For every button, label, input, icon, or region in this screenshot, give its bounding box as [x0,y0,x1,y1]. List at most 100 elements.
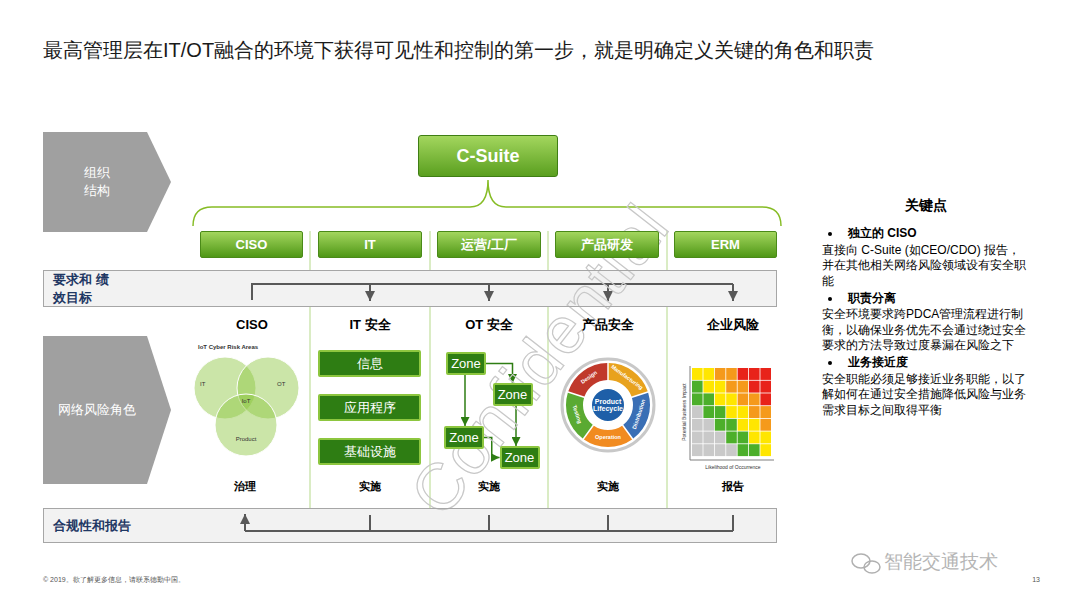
node-text: ERM [711,237,740,252]
role-type: 实施 [459,480,519,493]
drawing-part [244,514,246,531]
drawing-part [369,284,371,301]
heat-cell [738,393,749,405]
drawing-part [690,460,774,461]
drawing-part [369,515,371,531]
drawing-part [215,394,277,456]
band-box: 要求和 绩效目标 [43,270,777,307]
heat-cell [715,368,726,380]
drawing-part [310,231,311,270]
org-bracket [193,180,781,226]
zone-box: Zone [493,383,533,406]
lifecycle-hub: Product Lifecycle [590,387,626,423]
venn-label: Product [226,436,266,443]
node-text: 要求和 绩效目标 [53,271,109,307]
chevron-shape [43,132,171,232]
column-heading: 产品安全 [558,317,658,333]
drawing-part [488,515,490,531]
drawing-part [667,307,668,508]
column-heading: CISO [202,317,302,333]
node-text: Zone [449,430,479,445]
reporting-lines [245,514,733,531]
drawing-part [310,307,311,508]
heat-cell [703,393,714,405]
heat-cell [760,444,771,456]
node-text: 产品研发 [581,236,633,254]
function-box: 产品研发 [555,231,659,258]
heat-cell [760,381,771,393]
chevron-label: 网络风险角色 [43,336,171,484]
node-text: 运营/工厂 [461,236,517,254]
bullet [828,361,832,365]
node-text: 组织 结构 [82,164,112,200]
drawing-part [488,284,490,301]
function-box: ERM [674,231,777,258]
node-text: 应用程序 [344,399,396,417]
band-fill [43,270,777,307]
node-text: 合规性和报告 [53,517,131,535]
heat-cell [726,432,737,444]
function-box: CISO [200,231,303,258]
role-type: 实施 [578,480,638,493]
heat-cell [715,444,726,456]
wheel-segment: Operation [578,434,638,441]
node-text: Zone [451,356,481,371]
chevron-outline [43,336,171,484]
band-box: 合规性和报告 [43,508,777,543]
page-number: 13 [1000,576,1040,584]
heat-cell [692,444,703,456]
heat-cell [726,444,737,456]
node-text: 网络风险角色 [58,401,136,419]
drawing-part [864,561,880,573]
node-text: Zone [498,387,528,402]
requirement-arrows [252,284,733,301]
heat-cell [738,444,749,456]
bullet [828,297,832,301]
heat-cell [703,444,714,456]
heat-cell [749,406,760,418]
drawing-part [430,231,431,270]
heat-cell [760,368,771,380]
venn-diagram [194,357,299,456]
heat-cell [726,381,737,393]
heat-cell [715,406,726,418]
axis-label: Likelihood of Occurrence [692,464,774,470]
role-type: 报告 [703,480,763,493]
key-text: 直接向 C-Suite (如CEO/CDO) 报告，并在其他相关网络风险领域设有… [822,243,1030,290]
heat-cell [692,381,703,393]
node-text: IT [364,237,376,252]
executive-box: C-Suite [418,135,558,177]
heat-cell [726,419,737,431]
heat-cell [715,381,726,393]
venn-title: IoT Cyber Risk Areas [198,344,298,351]
key-text: 安全环境要求跨PDCA管理流程进行制衡，以确保业务优先不会通过绕过安全要求的方法… [822,307,1030,354]
node-text: Product Lifecycle [593,398,623,413]
heat-cell [703,406,714,418]
heat-cell [715,393,726,405]
function-box: 运营/工厂 [437,231,541,258]
heat-cell [738,432,749,444]
heat-cell [760,393,771,405]
node-text: 信息 [357,355,383,373]
it-layer-box: 信息 [318,350,421,377]
venn-label: IoT [236,398,256,405]
footer-note: © 2019。欲了解更多信息，请联系德勤中国。 [43,576,443,584]
heat-cell [703,381,714,393]
bullet [828,232,832,236]
axis-label: Potential Business Impact [681,372,687,452]
key-heading: 关键点 [822,196,1030,214]
drawing-part [690,366,691,460]
role-type: 实施 [340,480,400,493]
node-text: Zone [505,450,535,465]
heat-cell [749,419,760,431]
heat-cell [726,393,737,405]
heat-cell [692,393,703,405]
drawing-part [732,515,734,531]
heat-cell [692,432,703,444]
heat-cell [726,406,737,418]
heat-map [692,368,771,456]
key-point: 独立的 CISO [848,226,1030,242]
chevron-outline [43,132,171,232]
drawing-part [548,231,549,270]
node-text: CISO [236,237,268,252]
